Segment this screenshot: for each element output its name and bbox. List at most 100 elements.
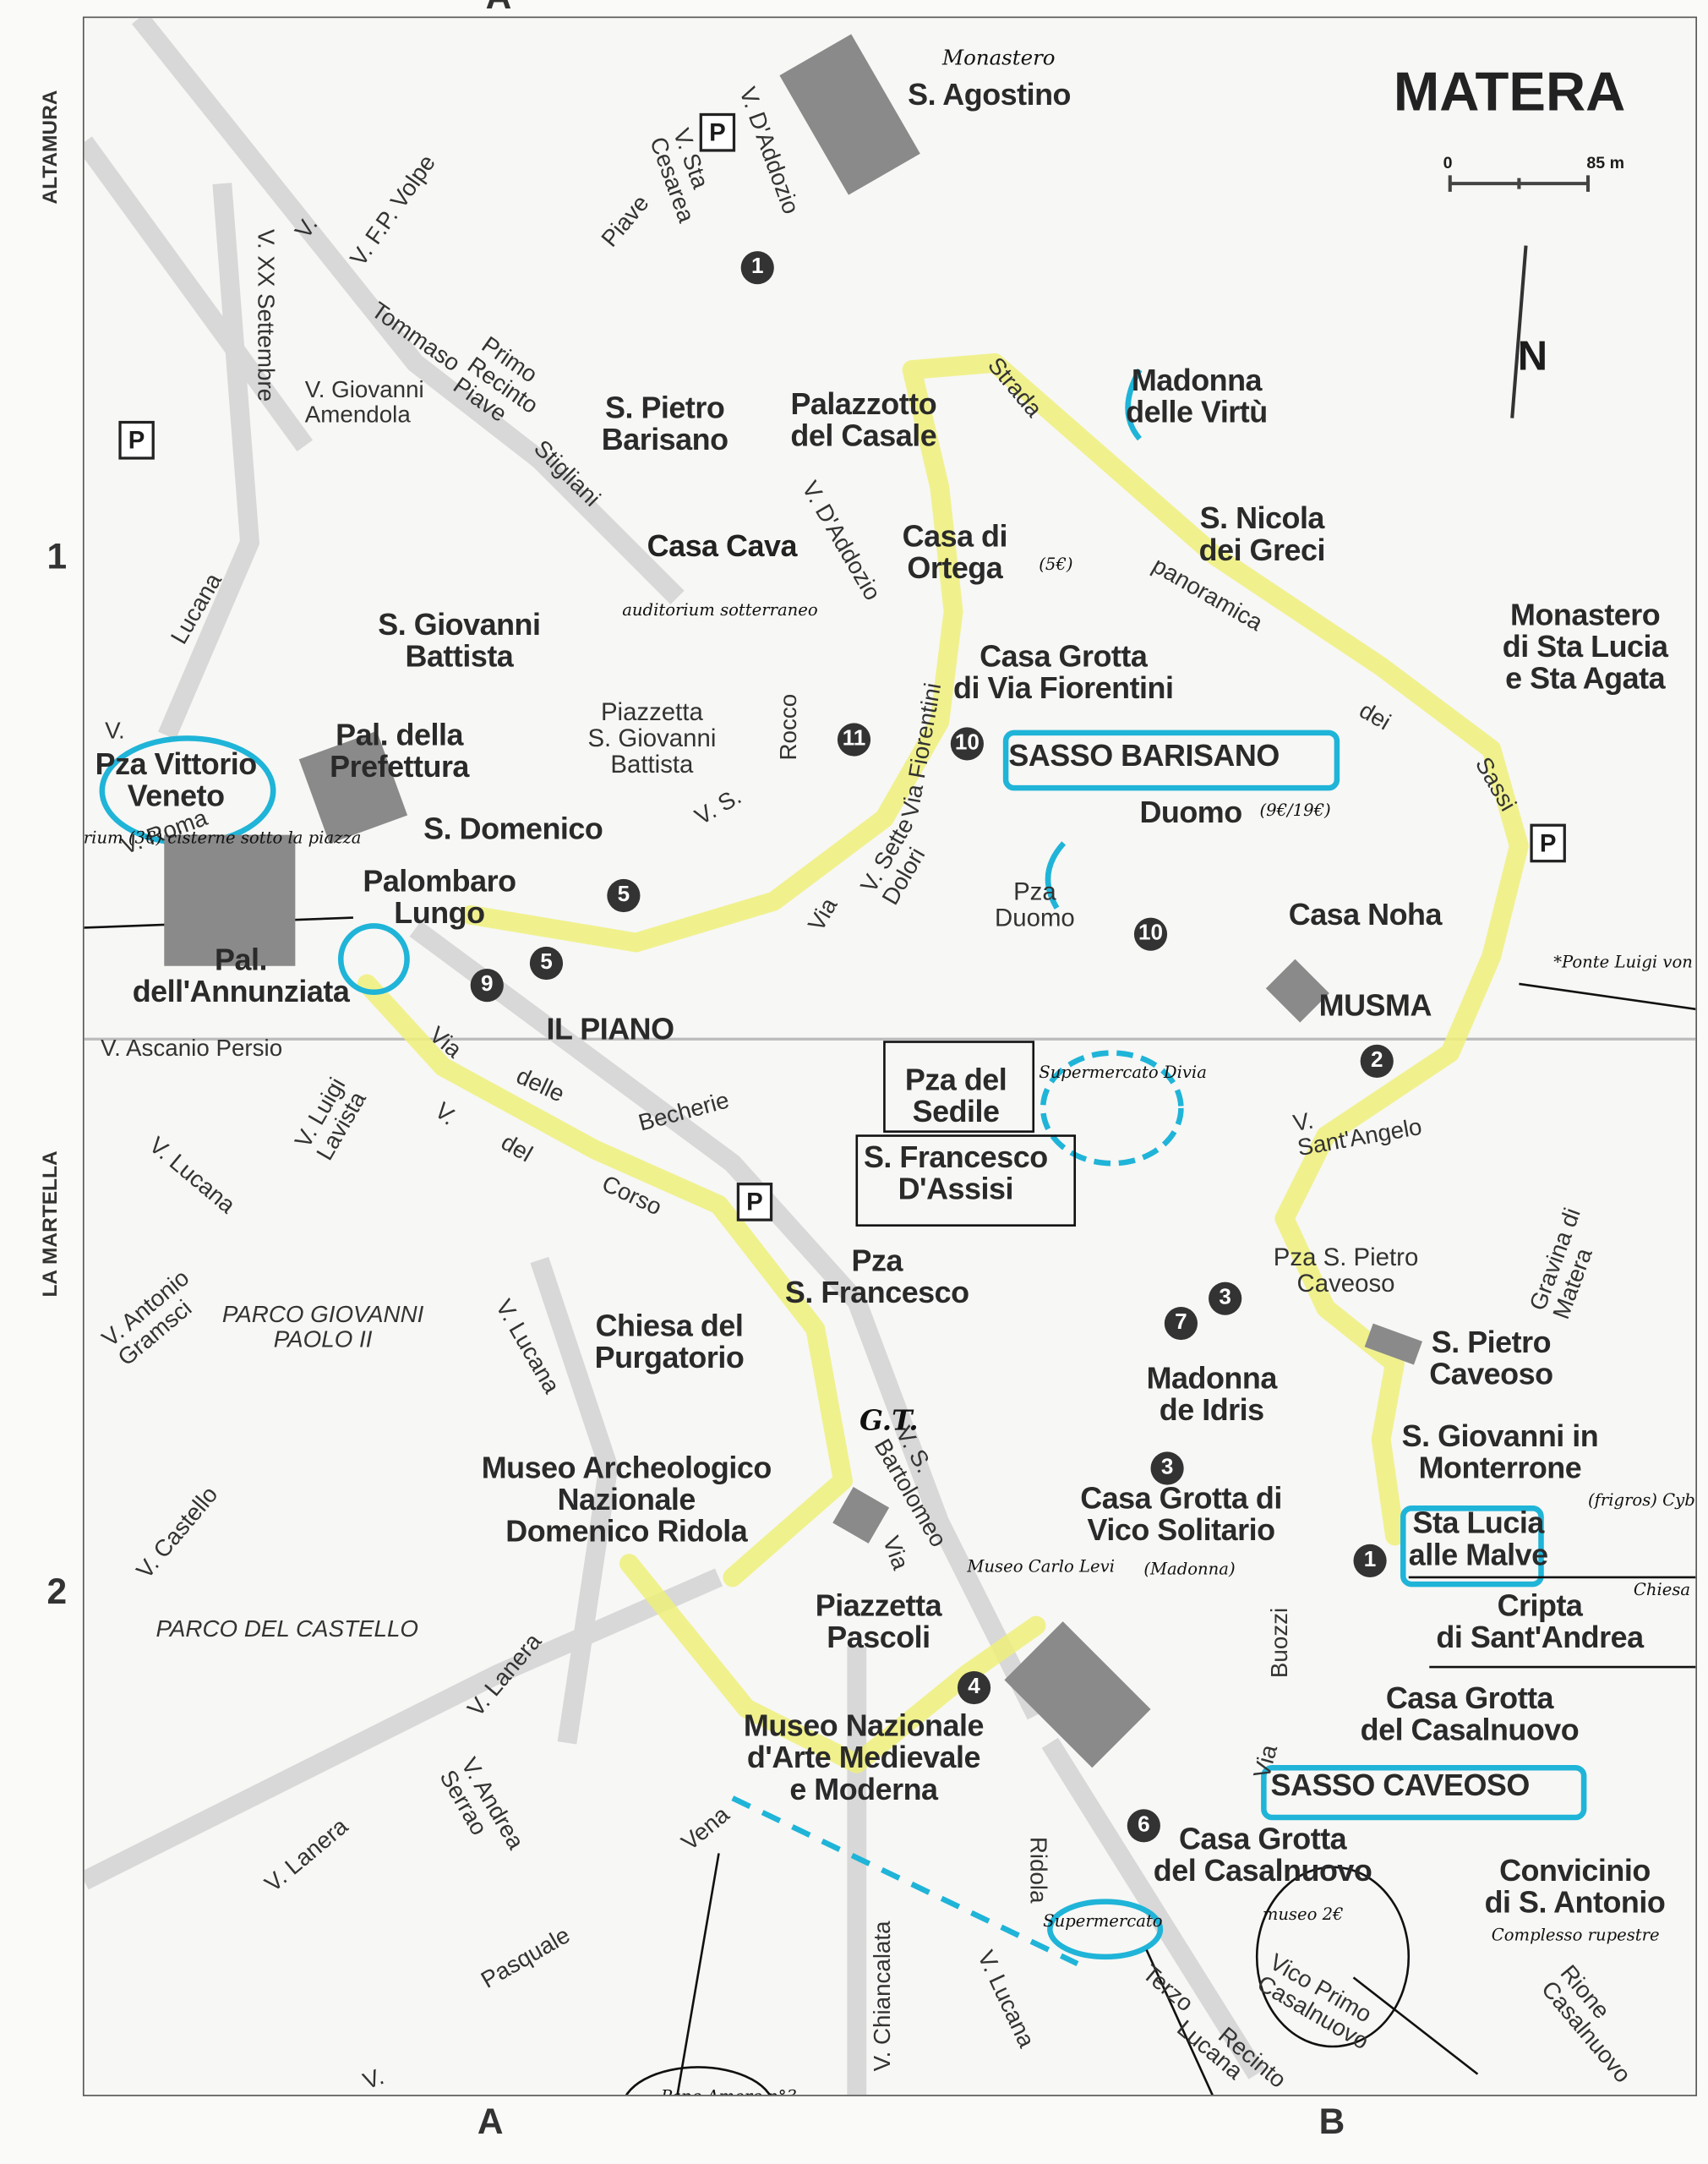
street-label: Ridola: [1024, 1836, 1051, 1904]
place-label[interactable]: S. Nicola dei Greci: [1198, 500, 1326, 568]
handwritten-note: Museo Carlo Levi: [967, 1556, 1115, 1577]
blue-annotations: [99, 368, 1587, 1966]
parking-icon: P: [736, 1183, 773, 1221]
handwritten-note: Supermercato Divia: [1039, 1063, 1207, 1082]
highlighted-route: [357, 352, 1529, 1773]
scale-bar: [1448, 175, 1591, 192]
place-label[interactable]: Casa di Ortega: [902, 518, 1008, 586]
north-label: N: [1517, 334, 1548, 380]
numbered-marker[interactable]: 10: [950, 727, 984, 761]
scale-max: 85 m: [1586, 153, 1625, 173]
handwritten-note: Monastero: [941, 45, 1056, 71]
place-label[interactable]: Cripta di Sant'Andrea: [1436, 1588, 1644, 1655]
street-label: Rocco: [775, 693, 802, 761]
numbered-marker[interactable]: 1: [1353, 1544, 1387, 1577]
handwritten-note: (Madonna): [1143, 1559, 1236, 1579]
place-label[interactable]: S. Pietro Barisano: [601, 390, 728, 457]
place-label[interactable]: Madonna delle Virtù: [1126, 363, 1268, 429]
handwritten-note: Complesso rupestre: [1491, 1925, 1660, 1945]
square-label: Piazzetta S. Giovanni Battista: [587, 698, 717, 779]
street-label: V. Giovanni Amendola: [304, 376, 424, 428]
square-label: Pza S. Pietro Caveoso: [1273, 1243, 1419, 1298]
street-network: [84, 18, 1696, 2096]
place-label[interactable]: Sta Lucia alle Malve: [1408, 1506, 1548, 1572]
park-label: PARCO GIOVANNI PAOLO II: [221, 1301, 424, 1352]
place-label[interactable]: S. Giovanni in Monterrone: [1401, 1418, 1599, 1485]
parking-icon: P: [118, 420, 155, 460]
parking-icon: P: [1530, 823, 1566, 863]
place-label[interactable]: SASSO CAVEOSO: [1270, 1768, 1531, 1803]
place-label[interactable]: Pza del Sedile: [904, 1063, 1007, 1129]
place-label[interactable]: S. Francesco D'Assisi: [863, 1139, 1048, 1206]
numbered-marker[interactable]: 6: [1127, 1809, 1160, 1843]
square-label: Pza Duomo: [995, 877, 1075, 932]
street-label: V.: [105, 717, 125, 744]
handwritten-note: (frigros) Cyberlab: [1588, 1490, 1695, 1510]
place-label[interactable]: Palazzotto del Casale: [790, 386, 937, 453]
edge-label-la-martella: LA MARTELLA: [38, 1150, 63, 1298]
grid-label-bottom-a: A: [477, 2100, 504, 2142]
pen-annotations: [84, 916, 1696, 2096]
handwritten-note: Gli auditorium (3€) cisterne sotto la pi…: [83, 828, 362, 848]
place-label[interactable]: Convicinio di S. Antonio: [1484, 1853, 1666, 1920]
north-arrow: [1510, 245, 1528, 418]
place-label[interactable]: Palombaro Lungo: [363, 863, 516, 931]
handwritten-note: *Ponte Luigi von Lavitrie (Tibetano): [1553, 952, 1695, 972]
place-label[interactable]: MUSMA: [1318, 987, 1432, 1023]
street-label: V. Ascanio Persio: [101, 1035, 283, 1062]
numbered-marker[interactable]: 4: [957, 1670, 991, 1705]
numbered-marker[interactable]: 1: [740, 251, 774, 285]
handwritten-note: (5€): [1039, 555, 1073, 575]
place-label[interactable]: Pza S. Francesco: [784, 1243, 969, 1310]
place-label[interactable]: S. Agostino: [908, 77, 1071, 112]
map-overlay: [84, 18, 1696, 2096]
grid-label-row-2: 2: [46, 1570, 68, 1612]
place-label[interactable]: Chiesa del Purgatorio: [594, 1308, 745, 1375]
place-label[interactable]: Museo Archeologico Nazionale Domenico Ri…: [481, 1450, 772, 1549]
place-label[interactable]: SASSO BARISANO: [1008, 738, 1280, 773]
place-label[interactable]: Casa Grotta di Vico Solitario: [1080, 1480, 1282, 1548]
place-label[interactable]: Piazzetta Pascoli: [815, 1588, 942, 1655]
place-label[interactable]: Pal. dell'Annunziata: [132, 942, 350, 1009]
place-label[interactable]: Pal. della Prefettura: [330, 717, 469, 784]
place-label[interactable]: Madonna de Idris: [1146, 1360, 1278, 1428]
street-label: Buozzi: [1266, 1607, 1293, 1679]
numbered-marker[interactable]: 9: [470, 969, 504, 1003]
map-title: MATERA: [1393, 62, 1626, 123]
place-label[interactable]: Casa Cava: [647, 528, 798, 564]
numbered-marker[interactable]: 7: [1164, 1306, 1198, 1341]
street-label: V. Chiancalata: [869, 1921, 896, 2072]
place-label[interactable]: Duomo: [1139, 795, 1242, 830]
handwritten-note: auditorium sotterraneo: [622, 600, 818, 620]
place-label[interactable]: Casa Grotta del Casalnuovo: [1360, 1680, 1580, 1747]
handwritten-note: Supermercato: [1043, 1911, 1163, 1931]
place-label[interactable]: Pza Vittorio Veneto: [95, 746, 258, 813]
handwritten-note: (9€/19€): [1259, 800, 1331, 820]
place-label[interactable]: Museo Nazionale d'Arte Medievale e Moder…: [743, 1708, 985, 1807]
numbered-marker[interactable]: 3: [1209, 1281, 1242, 1315]
park-label: PARCO DEL CASTELLO: [156, 1615, 419, 1642]
numbered-marker[interactable]: 11: [837, 723, 871, 757]
handwritten-note: museo 2€: [1262, 1904, 1344, 1924]
grid-label-bottom-b: B: [1318, 2100, 1345, 2142]
grid-label-row-1: 1: [46, 535, 68, 577]
place-label[interactable]: Casa Noha: [1288, 897, 1443, 932]
place-label[interactable]: S. Pietro Caveoso: [1429, 1325, 1553, 1391]
numbered-marker[interactable]: 2: [1360, 1044, 1394, 1078]
numbered-marker[interactable]: 5: [607, 878, 641, 913]
place-label[interactable]: Casa Grotta di Via Fiorentini: [953, 638, 1174, 706]
numbered-marker[interactable]: 5: [529, 946, 564, 981]
grid-label-top-a: A: [486, 0, 512, 18]
street-label: V. XX Settembre: [252, 228, 279, 402]
place-label[interactable]: S. Giovanni Battista: [378, 607, 541, 674]
place-label[interactable]: Casa Grotta del Casalnuovo: [1153, 1821, 1372, 1888]
place-label[interactable]: S. Domenico: [423, 811, 603, 846]
place-label[interactable]: IL PIANO: [546, 1011, 674, 1046]
numbered-marker[interactable]: 10: [1133, 917, 1168, 951]
numbered-marker[interactable]: 3: [1150, 1451, 1184, 1485]
handwritten-note: Chiesa (2€): [1633, 1580, 1695, 1600]
place-label[interactable]: Monastero di Sta Lucia e Sta Agata: [1502, 597, 1668, 697]
edge-label-altamura: ALTAMURA: [38, 90, 63, 205]
